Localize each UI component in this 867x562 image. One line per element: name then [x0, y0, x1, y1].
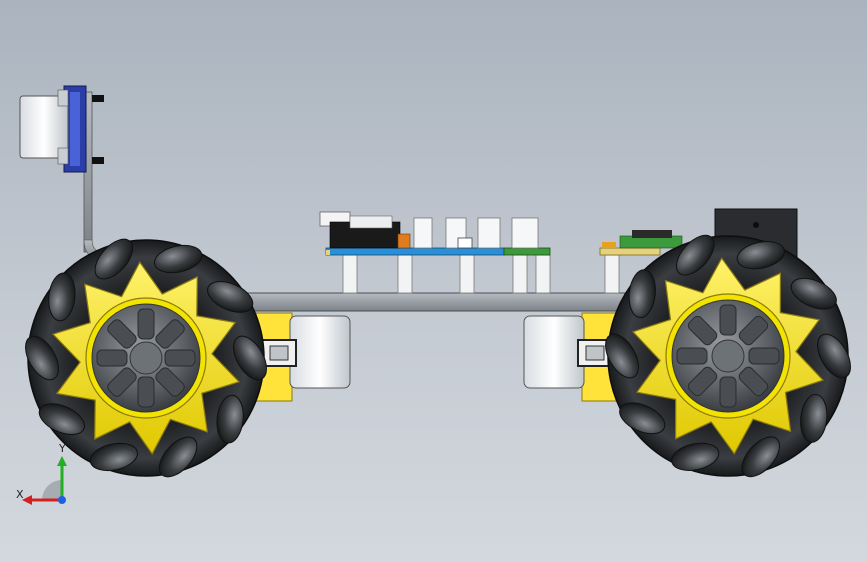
wheel-roller [741, 436, 780, 478]
wheel-axle-cap [129, 341, 163, 375]
pcb-green [503, 247, 551, 256]
standoff [512, 254, 528, 294]
wheel-roller [233, 335, 267, 381]
sensor-screw-bottom [92, 157, 104, 164]
small-switch [457, 237, 473, 249]
standoff [397, 254, 413, 294]
wheel-roller [800, 393, 828, 443]
coordinate-triad: Y X [16, 442, 67, 505]
connector-block [511, 217, 539, 249]
wheel-roller [25, 335, 59, 381]
hub-spoke [738, 366, 769, 397]
wheel-roller [790, 277, 837, 310]
wheel-roller [89, 442, 138, 472]
motor-clip-inner [269, 345, 289, 361]
sensor-mount-block-top [57, 89, 69, 107]
connector-block [413, 217, 433, 249]
hub-spoke [107, 367, 137, 397]
sensor-screw-top [92, 95, 104, 102]
wheel-roller [619, 402, 666, 435]
battery-block-hole [753, 222, 759, 228]
triad-base-quarter [42, 480, 62, 500]
orange-chip [397, 233, 411, 249]
pcb-yellow [599, 247, 661, 256]
pin-header [602, 242, 616, 248]
standoffs [342, 254, 620, 294]
mecanum-wheel-right [605, 234, 851, 478]
wheel-roller [736, 241, 785, 270]
wheel-roller [817, 333, 851, 379]
left-motor [255, 312, 351, 402]
motor-clip-inner [585, 345, 605, 361]
hub-spoke [738, 315, 769, 346]
hub-spoke [155, 319, 185, 349]
motor-driver-board [599, 230, 683, 256]
hub-spoke [155, 367, 185, 397]
wheel-roller [676, 234, 715, 276]
wheel-axle-cap [711, 339, 745, 373]
triad-y-label: Y [58, 442, 66, 455]
module-top-white [349, 215, 393, 229]
hub-spoke [164, 349, 196, 367]
wheel-roller [94, 238, 134, 280]
x-axis-arrowhead-icon [22, 495, 32, 505]
wheel-roller [38, 403, 85, 436]
standoff [535, 254, 551, 294]
wheel-roller [207, 280, 254, 313]
wheel-roller [628, 269, 656, 319]
motor-gearbox [289, 315, 351, 389]
hub-spoke [719, 304, 737, 336]
ultrasonic-sensor-assembly [19, 85, 121, 263]
pcb-yellow-edge [326, 250, 330, 255]
standoff [342, 254, 358, 294]
hub-spoke [687, 366, 718, 397]
sensor-mount-block-bottom [57, 147, 69, 165]
connector-block [477, 217, 501, 249]
wheel-roller [671, 442, 720, 471]
hub-spoke [137, 376, 155, 408]
triad-x-label: X [16, 488, 24, 501]
ultrasonic-transducer [19, 95, 69, 159]
dark-chip [632, 230, 672, 238]
wheel-roller [48, 272, 76, 322]
sensor-bracket-plate [70, 92, 80, 166]
hub-spoke [719, 376, 737, 408]
right-motor [523, 312, 619, 402]
hub-spoke [96, 349, 128, 367]
y-axis-arrowhead-icon [57, 456, 67, 466]
standoff [459, 254, 475, 294]
mecanum-wheel-left [25, 238, 267, 478]
hub-spoke [748, 347, 780, 365]
standoff [604, 254, 620, 294]
chassis-plate [199, 292, 651, 312]
hub-spoke [687, 315, 718, 346]
pcb-blue [325, 247, 505, 256]
main-controller-board [319, 211, 551, 256]
hub-spoke [676, 347, 708, 365]
motor-gearbox [523, 315, 585, 389]
wheel-roller [154, 244, 203, 274]
z-axis-dot-icon [58, 496, 66, 504]
hub-spoke [107, 319, 137, 349]
wheel-roller [158, 436, 198, 478]
wheel-roller [605, 333, 639, 379]
hub-spoke [137, 308, 155, 340]
wheel-roller [216, 394, 244, 444]
motor-shaft-clip [261, 339, 297, 367]
